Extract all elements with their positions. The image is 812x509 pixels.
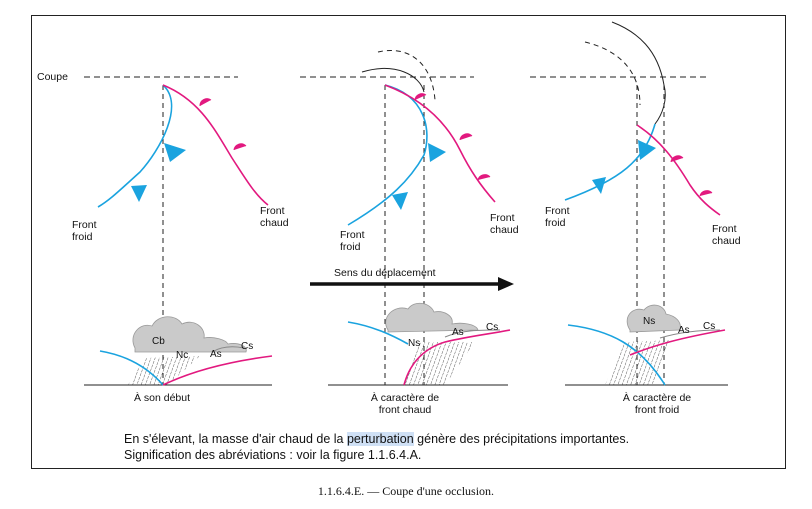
- cloud-label: As: [678, 325, 690, 336]
- cloud-label: Cs: [486, 322, 498, 333]
- cold-front-triangle: [392, 192, 408, 210]
- cloud-label: As: [210, 349, 222, 360]
- warm-front-semicircle: [459, 133, 473, 141]
- warm-front-section: [162, 355, 273, 386]
- warm-front-semicircle: [233, 143, 247, 151]
- arrow-label: Sens du déplacement: [334, 267, 436, 279]
- precipitation: [404, 342, 475, 385]
- diagram-frame: [31, 15, 786, 469]
- cold-front-triangle: [164, 143, 186, 162]
- warm-front-line: [162, 84, 269, 206]
- occlusion-line-dashed: [377, 50, 436, 101]
- cloud-label: As: [452, 327, 464, 338]
- cold-front-line: [97, 84, 173, 208]
- warm-front-line: [384, 84, 496, 203]
- cloud-label: Ns: [408, 338, 420, 349]
- occlusion-line: [361, 68, 425, 93]
- cold-front-triangle: [131, 185, 147, 202]
- warm-front-section: [629, 329, 726, 356]
- caption-text: En s'élevant, la masse d'air chaud de la: [124, 432, 347, 446]
- figure-caption: 1.1.6.4.E. — Coupe d'une occlusion.: [317, 484, 495, 498]
- cloud-mass: [385, 302, 479, 333]
- movement-arrow-head: [498, 277, 514, 291]
- diagram-caption-line-1: En s'élevant, la masse d'air chaud de la…: [124, 432, 629, 446]
- cloud-edge: [211, 346, 245, 353]
- coupe-label: Coupe: [37, 71, 68, 83]
- diagram-caption-line-2: Signification des abréviations : voir la…: [124, 448, 422, 462]
- stage-label: À son début: [134, 391, 190, 404]
- warm-front-semicircle: [477, 174, 491, 181]
- cold-front-triangle: [428, 143, 446, 162]
- warm-front-semicircle: [699, 190, 713, 197]
- caption-text: génère des précipitations importantes.: [413, 432, 630, 446]
- occlusion-line: [611, 21, 666, 125]
- warm-front-section: [403, 329, 511, 386]
- cold-front-section: [99, 350, 164, 386]
- cloud-edge: [444, 329, 501, 338]
- cold-front-section: [567, 324, 666, 386]
- cloud-mass: [626, 304, 681, 333]
- warm-front-line: [636, 124, 721, 216]
- precipitation: [605, 340, 672, 385]
- cloud-edge: [659, 329, 721, 339]
- cloud-label: Cb: [152, 336, 165, 347]
- cold-front-line: [347, 84, 428, 226]
- warm-front-semicircle: [670, 155, 684, 163]
- cloud-label: Cs: [241, 341, 253, 352]
- cloud-label: Cs: [703, 321, 715, 332]
- cloud-mass: [132, 316, 247, 353]
- cloud-label: Nc: [176, 350, 188, 361]
- cold-front-triangle: [592, 177, 606, 194]
- warm-front-semicircle: [414, 93, 427, 101]
- precipitation: [128, 356, 200, 385]
- cloud-label: Ns: [643, 316, 655, 327]
- cold-front-triangle: [638, 140, 656, 160]
- caption-highlight: perturbation: [346, 432, 414, 446]
- occlusion-line-dashed: [584, 41, 641, 106]
- warm-front-semicircle: [199, 98, 212, 107]
- cold-front-line: [564, 123, 656, 201]
- cold-front-section: [347, 321, 409, 345]
